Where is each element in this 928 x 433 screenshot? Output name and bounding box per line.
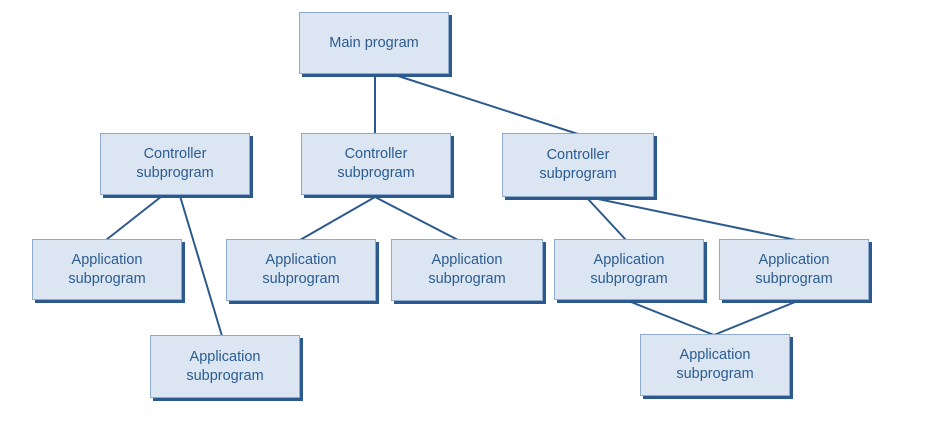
node-main-program: Main program	[299, 12, 449, 74]
node-label: Application subprogram	[755, 251, 833, 287]
edge-app-5-app-7	[625, 299, 715, 336]
node-application-subprogram: Application subprogram	[32, 239, 182, 300]
node-label: Controller subprogram	[539, 147, 617, 182]
edge-controller-1-app-2	[179, 195, 223, 337]
node-application-subprogram: Application subprogram	[554, 239, 704, 300]
node-label: Controller subprogram	[337, 146, 415, 181]
edge-controller-2-app-4	[374, 196, 459, 241]
edge-controller-3-app-5	[587, 198, 627, 241]
node-application-subprogram: Application subprogram	[226, 239, 376, 301]
edge-controller-1-app-1	[105, 195, 163, 241]
node-application-subprogram: Application subprogram	[150, 335, 300, 398]
node-label: Application subprogram	[68, 251, 146, 287]
edge-main-controller-3	[394, 74, 579, 135]
node-controller-subprogram: Controller subprogram	[301, 133, 451, 195]
node-label: Application subprogram	[428, 252, 506, 287]
node-application-subprogram: Application subprogram	[719, 239, 869, 300]
node-application-subprogram: Application subprogram	[391, 239, 543, 301]
node-application-subprogram: Application subprogram	[640, 334, 790, 396]
node-controller-subprogram: Controller subprogram	[100, 133, 250, 195]
node-label: Application subprogram	[186, 348, 264, 384]
node-label: Application subprogram	[676, 347, 754, 382]
node-label: Application subprogram	[590, 251, 668, 287]
node-label: Controller subprogram	[136, 146, 214, 181]
node-label: Main program	[329, 34, 419, 51]
node-controller-subprogram: Controller subprogram	[502, 133, 654, 197]
edge-controller-2-app-3	[299, 196, 376, 241]
node-label: Application subprogram	[262, 252, 340, 287]
edge-app-6-app-7	[713, 299, 801, 336]
edge-controller-3-app-6	[597, 198, 797, 241]
